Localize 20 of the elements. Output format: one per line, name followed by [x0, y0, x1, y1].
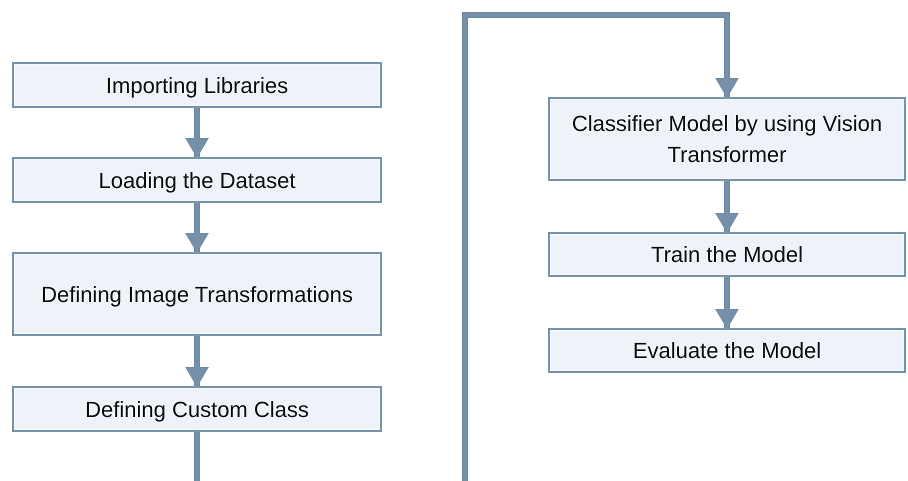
box-label: Loading the Dataset — [98, 166, 296, 195]
process-box — [548, 232, 906, 277]
process-box — [12, 386, 382, 432]
box-label: Importing Libraries — [106, 72, 288, 100]
process-box — [548, 328, 906, 373]
box-label: Classifier Model by using Vision Transformer — [570, 110, 884, 169]
process-box — [548, 97, 906, 181]
box-label: Defining Image Transformations — [41, 280, 353, 309]
process-box — [12, 157, 382, 203]
process-box — [12, 252, 382, 336]
arrow — [185, 108, 209, 158]
arrow — [185, 336, 209, 388]
box-label: Evaluate the Model — [632, 337, 822, 365]
arrow — [185, 203, 209, 254]
arrow — [715, 181, 739, 234]
box-label: Defining Custom Class — [85, 396, 309, 424]
process-box — [12, 62, 382, 108]
arrow — [715, 277, 739, 330]
box-label: Train the Model — [650, 241, 804, 269]
arrow — [194, 12, 739, 481]
